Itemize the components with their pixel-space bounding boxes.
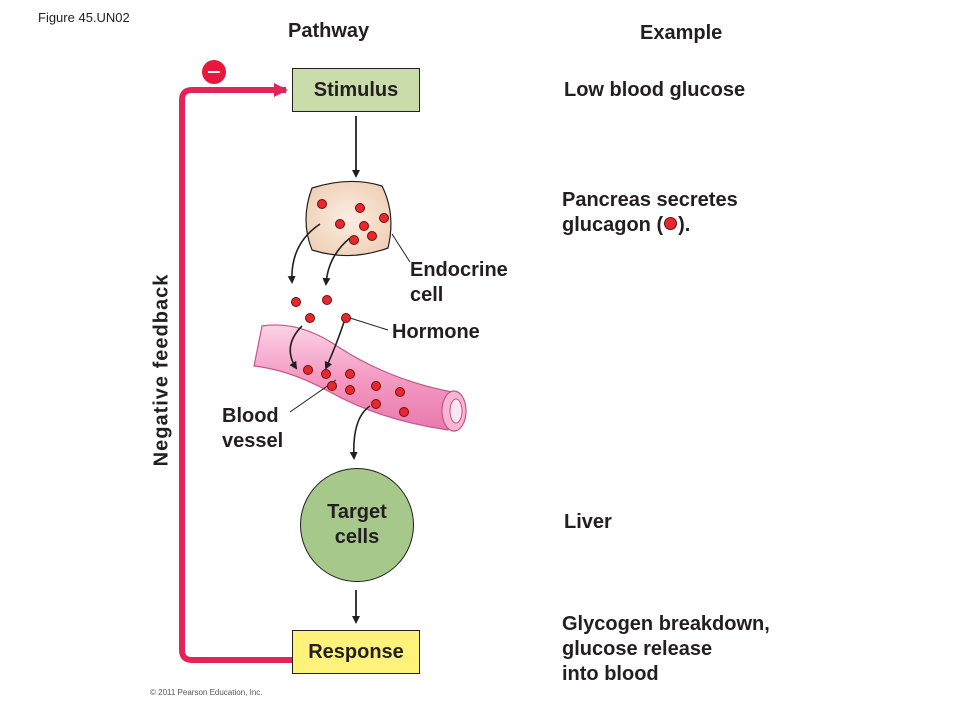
response-box: Response bbox=[292, 630, 420, 674]
hormone-dots bbox=[291, 199, 409, 417]
pathway-header: Pathway bbox=[288, 20, 370, 42]
endocrine-cell bbox=[305, 180, 392, 257]
endocrine-cell-label-line1: Endocrine bbox=[410, 259, 508, 281]
hormone-dot bbox=[355, 203, 365, 213]
example-target: Liver bbox=[564, 511, 612, 533]
arrow-hormone-into-vessel-left bbox=[289, 325, 303, 370]
example-secretion-text-after: ). bbox=[678, 214, 691, 236]
hormone-dot bbox=[303, 365, 313, 375]
hormone-dot bbox=[359, 221, 369, 231]
hormone-dot bbox=[345, 385, 355, 395]
target-cells-label-line1: Target bbox=[327, 501, 387, 523]
leader-endocrine-cell bbox=[391, 233, 411, 263]
glucagon-dot-icon bbox=[664, 217, 678, 231]
leader-hormone bbox=[349, 317, 389, 331]
hormone-dot bbox=[371, 399, 381, 409]
example-secretion-line2: glucagon (). bbox=[562, 213, 738, 238]
hormone-dot bbox=[322, 295, 332, 305]
copyright: © 2011 Pearson Education, Inc. bbox=[150, 688, 263, 697]
arrow-cell-release-left bbox=[287, 223, 321, 284]
stimulus-box: Stimulus bbox=[292, 68, 420, 112]
example-response: Glycogen breakdown, glucose release into… bbox=[562, 612, 770, 687]
example-secretion: Pancreas secretes glucagon (). bbox=[562, 188, 738, 238]
endocrine-cell-label: Endocrine cell bbox=[410, 258, 508, 308]
target-cells: Target cells bbox=[300, 468, 414, 582]
hormone-dot bbox=[327, 381, 337, 391]
blood-vessel-label-line1: Blood bbox=[222, 405, 279, 427]
hormone-dot bbox=[379, 213, 389, 223]
hormone-dot bbox=[317, 199, 327, 209]
hormone-dot bbox=[349, 235, 359, 245]
minus-sign-icon bbox=[202, 60, 226, 84]
arrow-cell-release-right bbox=[322, 237, 351, 286]
response-label: Response bbox=[308, 640, 404, 663]
target-cells-label-line2: cells bbox=[334, 526, 380, 548]
hormone-dot bbox=[367, 231, 377, 241]
blood-vessel-label-line2: vessel bbox=[222, 430, 284, 452]
example-response-line3: into blood bbox=[562, 663, 659, 685]
negative-feedback-label: Negative feedback bbox=[150, 273, 173, 467]
blood-vessel-lumen bbox=[449, 398, 463, 424]
blood-vessel-label: Blood vessel bbox=[222, 404, 283, 454]
hormone-dot bbox=[335, 219, 345, 229]
example-secretion-text-before: glucagon ( bbox=[562, 214, 664, 236]
example-response-line2: glucose release bbox=[562, 638, 713, 660]
hormone-dot bbox=[291, 297, 301, 307]
figure-label: Figure 45.UN02 bbox=[38, 10, 130, 25]
hormone-dot bbox=[395, 387, 405, 397]
endocrine-cell-label-line2: cell bbox=[410, 284, 444, 306]
arrow-hormone-into-vessel-right bbox=[324, 321, 345, 370]
hormone-dot bbox=[341, 313, 351, 323]
hormone-dot bbox=[345, 369, 355, 379]
hormone-dot bbox=[305, 313, 315, 323]
hormone-dot bbox=[399, 407, 409, 417]
arrow-vessel-to-target bbox=[349, 405, 371, 460]
example-stimulus: Low blood glucose bbox=[564, 79, 746, 101]
example-response-line1: Glycogen breakdown, bbox=[562, 613, 770, 635]
hormone-label: Hormone bbox=[392, 321, 480, 343]
hormone-dot bbox=[371, 381, 381, 391]
example-secretion-line1: Pancreas secretes bbox=[562, 189, 738, 211]
stimulus-label: Stimulus bbox=[313, 78, 399, 101]
example-header: Example bbox=[640, 22, 723, 44]
hormone-dot bbox=[321, 369, 331, 379]
negative-feedback-arrow bbox=[179, 83, 292, 663]
